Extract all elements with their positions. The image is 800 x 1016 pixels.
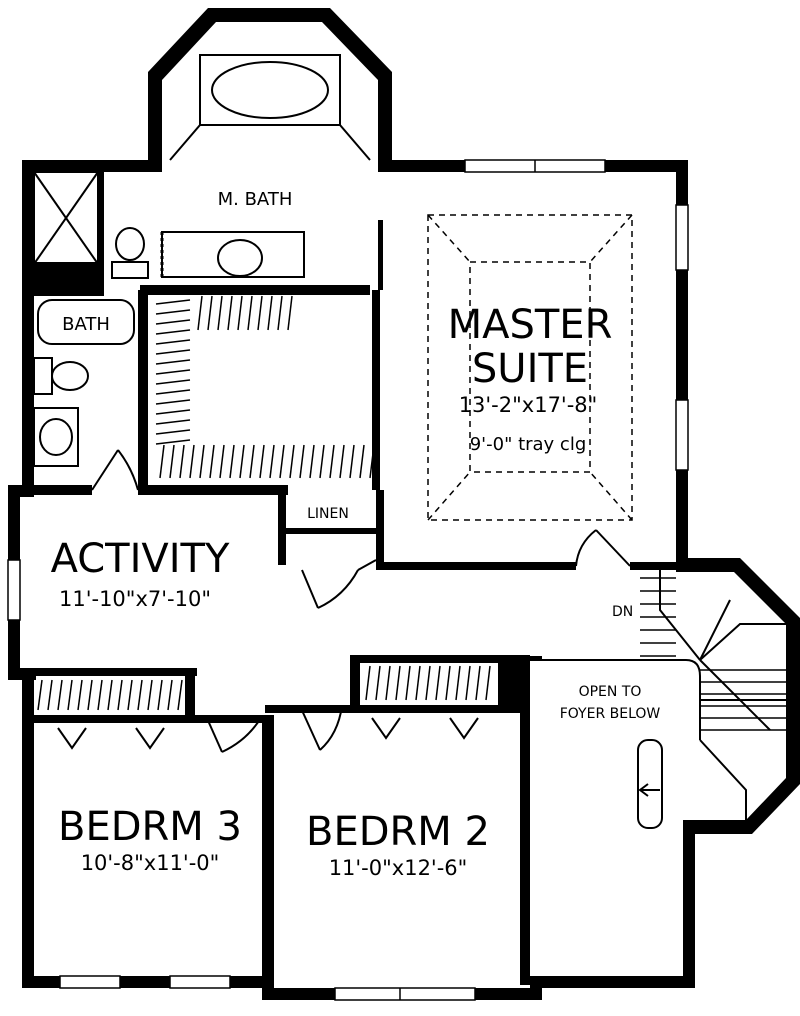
bedrm3-closet-top — [22, 668, 197, 676]
window-bedrm3-1 — [59, 975, 121, 989]
linen-left-wall — [278, 490, 286, 565]
vanity-master-bath — [160, 231, 305, 278]
door-bedrm3 — [205, 715, 263, 753]
door-bedrm2 — [299, 705, 343, 751]
bedrm3-top-right — [195, 715, 265, 723]
room-label-master-suite-2: SUITE — [472, 346, 588, 392]
window-master-right-2 — [675, 399, 689, 471]
left-wall-lower — [22, 668, 34, 988]
room-label-bedrm2: BEDRM 2 — [306, 809, 490, 855]
sink-bath — [33, 407, 79, 467]
windows — [7, 159, 689, 1001]
closet-right-wall — [372, 290, 380, 490]
window-activity — [7, 559, 21, 621]
left-wall-upper — [22, 160, 34, 490]
shower-x2 — [33, 171, 99, 265]
tray-ceiling — [427, 214, 633, 521]
top-wall-left — [22, 160, 162, 172]
walk-in-closet-shelving — [155, 295, 375, 479]
room-label-bedrm3: BEDRM 3 — [58, 804, 242, 850]
toilet-bath — [33, 357, 89, 395]
door-master-suite — [575, 529, 631, 567]
bedrm2-top-left — [265, 705, 355, 713]
bath-tub — [37, 299, 135, 345]
master-bottom-wall-right — [630, 562, 680, 570]
bath-closet-wall — [138, 290, 148, 490]
door-linen — [301, 559, 377, 609]
bedroom-closet-shelving — [37, 665, 491, 711]
bedroom-divider — [262, 715, 274, 990]
room-label-activity: ACTIVITY — [51, 536, 230, 582]
bedrm3-closet-bottom — [34, 715, 194, 723]
closet-bottom-wall — [138, 485, 288, 495]
bedrm3-closet-right — [185, 668, 195, 723]
bath-top-wall — [22, 262, 104, 296]
bottom-wall-right — [530, 976, 695, 988]
bathtub-oval — [169, 54, 371, 161]
closet-doors — [57, 717, 479, 750]
room-dims-bedrm3: 10'-8"x11'-0" — [81, 851, 220, 875]
room-ceiling-master-suite: 9'-0" tray clg — [470, 434, 587, 455]
room-label-bath: BATH — [62, 314, 110, 335]
bath-bottom-wall-left — [22, 485, 92, 495]
window-master-right-1 — [675, 204, 689, 271]
window-bedrm3-2 — [169, 975, 231, 989]
closet-top-wall — [140, 285, 370, 295]
room-dims-bedrm2: 11'-0"x12'-6" — [329, 856, 468, 880]
staircase — [530, 570, 786, 829]
bedrm2-right-wall — [520, 655, 530, 985]
room-label-master-bath: M. BATH — [218, 189, 293, 210]
toilet-master-bath — [111, 227, 149, 279]
stairs-label-down: DN — [612, 604, 633, 620]
bedrm2-closet-left — [350, 655, 360, 710]
stair-bay-wall — [676, 558, 800, 834]
interior-walls — [22, 171, 680, 990]
bath-suite-partition — [378, 220, 383, 290]
bedrm2-closet-top — [350, 655, 530, 663]
linen-bottom-wall — [278, 528, 378, 534]
bedrm2-closet-bottom — [350, 705, 530, 713]
shower-wall — [98, 172, 104, 268]
room-dims-master-suite: 13'-2"x17'-8" — [459, 393, 598, 417]
room-label-master-suite-1: MASTER — [448, 302, 613, 348]
open-foyer-label-1: OPEN TO — [579, 684, 642, 700]
door-bath — [91, 449, 139, 491]
open-foyer-label-2: FOYER BELOW — [560, 706, 661, 722]
right-wall-lower — [683, 830, 695, 988]
master-left-wall-lower — [376, 490, 384, 570]
master-bottom-wall — [376, 562, 576, 570]
window-bedrm2 — [334, 987, 476, 1001]
room-label-linen: LINEN — [307, 506, 349, 522]
room-dims-activity: 11'-10"x7'-10" — [59, 587, 211, 611]
